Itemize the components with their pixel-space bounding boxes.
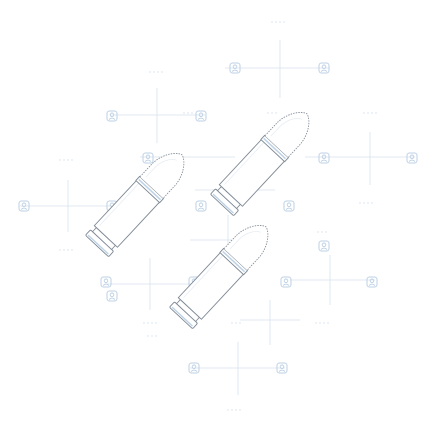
cartridge-left bbox=[84, 143, 195, 258]
cartridge-upper-right bbox=[209, 102, 320, 217]
cartridge-lower bbox=[168, 215, 279, 330]
person-badge-icon bbox=[18, 62, 418, 374]
background-pattern bbox=[18, 21, 418, 411]
